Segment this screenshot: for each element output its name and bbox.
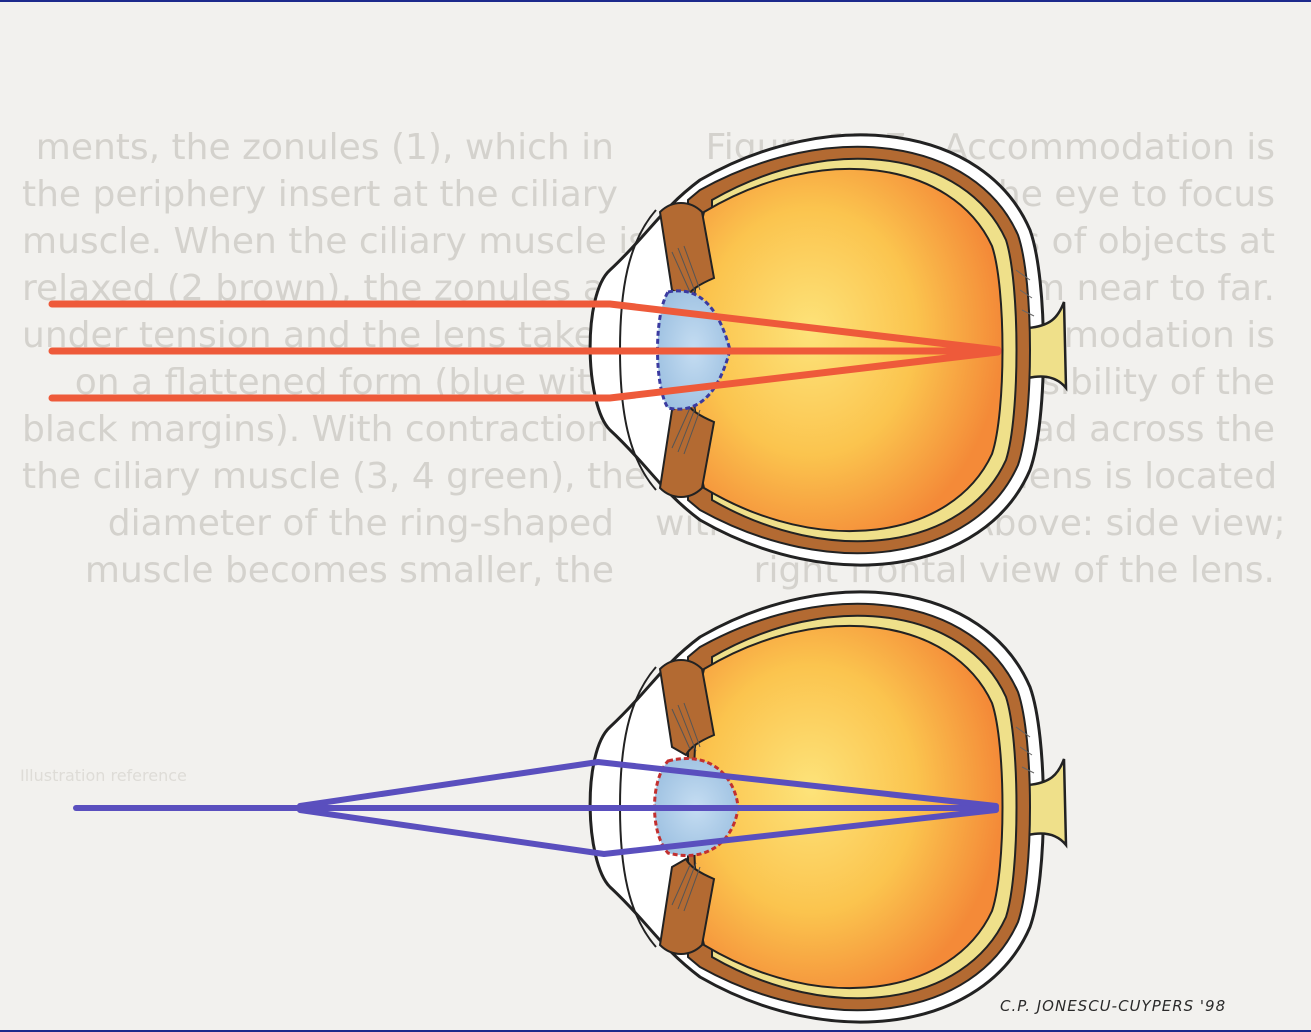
artist-signature: C.P. JONESCU-CUYPERS '98 xyxy=(1000,997,1226,1015)
